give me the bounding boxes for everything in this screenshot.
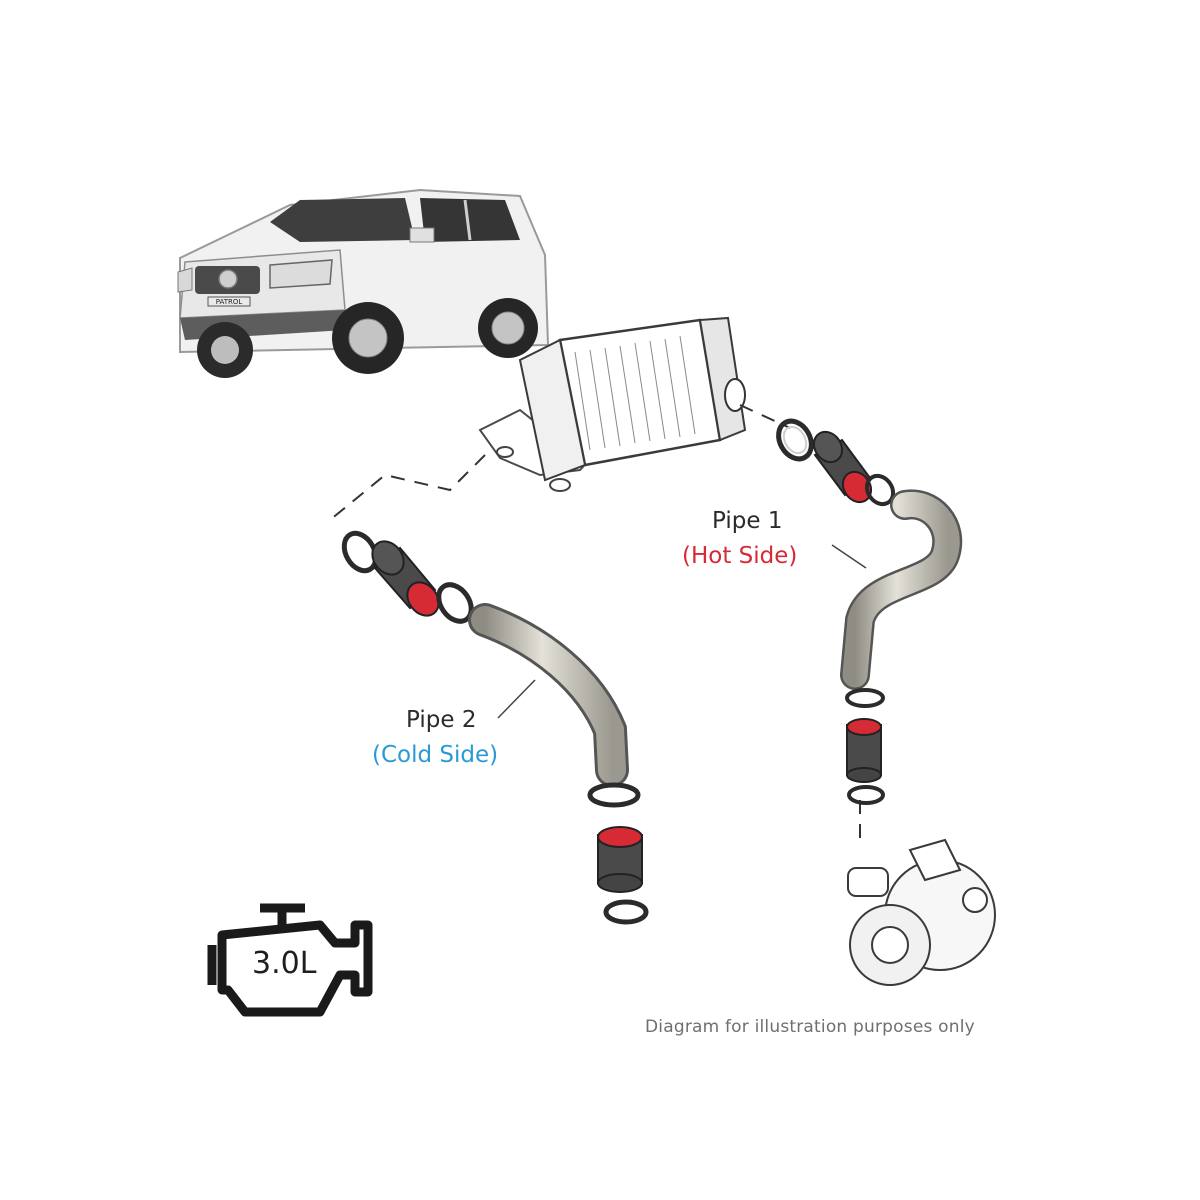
front-wheel xyxy=(197,322,253,378)
pipe-2-assembly xyxy=(341,530,649,925)
clamp xyxy=(847,785,885,805)
nissan-logo-icon xyxy=(218,269,238,289)
intercooler xyxy=(478,316,747,492)
vehicle-illustration: PATROL xyxy=(177,188,550,378)
assembly-guide-lines xyxy=(329,404,861,845)
illustration-disclaimer: Diagram for illustration purposes only xyxy=(645,1017,975,1037)
pipe-1-assembly xyxy=(776,418,963,805)
silicone-coupler-cold-upper xyxy=(371,540,440,617)
pipe-1-side-label: (Hot Side) xyxy=(682,543,798,569)
clamp xyxy=(587,782,641,808)
clamp xyxy=(341,530,379,574)
silicone-coupler-cold-lower xyxy=(597,826,643,893)
silicone-coupler-hot-lower xyxy=(846,718,882,783)
clamp xyxy=(436,582,474,624)
intercooler-core-fins xyxy=(574,335,696,451)
clamp xyxy=(845,688,885,708)
clamp xyxy=(864,473,896,507)
silicone-coupler-hot-upper xyxy=(812,430,873,504)
clamp xyxy=(603,899,649,925)
clamp xyxy=(776,418,814,462)
pipe-2-title: Pipe 2 xyxy=(406,707,477,733)
pipe-1-title: Pipe 1 xyxy=(712,508,783,534)
engine-displacement-label: 3.0L xyxy=(252,946,317,981)
pipe-2-side-label: (Cold Side) xyxy=(372,742,499,768)
engine-icon xyxy=(207,903,373,1017)
turbocharger xyxy=(847,838,996,986)
rear-wheel xyxy=(478,298,538,358)
vehicle-badge-text: PATROL xyxy=(216,298,243,306)
front-wheel-right xyxy=(332,302,404,374)
